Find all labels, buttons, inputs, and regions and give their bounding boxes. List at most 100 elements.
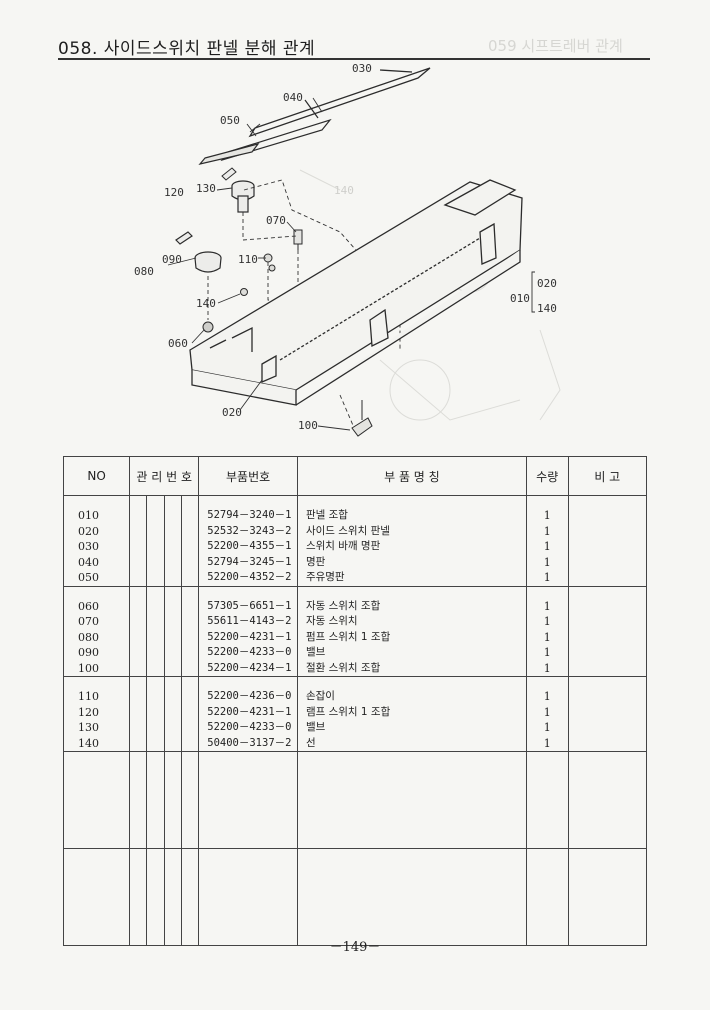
table-row-no: 050 [78, 571, 99, 584]
table-row-part-no: 52200－4231－1 [207, 630, 292, 643]
cell-blank [163, 586, 182, 677]
cell-qty [525, 751, 569, 849]
table-row-qty: 1 [543, 615, 551, 628]
table-row-no: 110 [78, 690, 99, 703]
cell-part-no [198, 848, 298, 946]
cell-blank [567, 676, 648, 752]
part-080-knob [175, 231, 222, 273]
cell-blank [163, 495, 182, 587]
table-row-name: 밸브 [305, 721, 326, 733]
cell-blank [146, 495, 165, 587]
table-row-name: 명판 [305, 555, 326, 568]
callout-070: 070 [266, 214, 286, 227]
part-110-nut [263, 253, 276, 272]
table-row-group [62, 848, 648, 946]
cell-blank [146, 751, 165, 849]
cell-qty: 1 1 1 1 1 [525, 586, 569, 677]
table-row-qty: 1 [543, 599, 551, 613]
part-140-screw [240, 288, 248, 296]
title-rule [58, 58, 650, 60]
part-100-switch [351, 400, 373, 437]
header-quantity: 수량 [525, 456, 569, 496]
table-row-name: 밸브 [305, 646, 326, 658]
exploded-view-diagram: 030 040 050 120 130 070 090 080 110 140 … [134, 62, 561, 437]
table-row-part-no: 50400－3137－2 [207, 736, 292, 749]
table-row-qty: 1 [543, 630, 551, 644]
table-row-part-no: 52200－4355－1 [207, 540, 292, 552]
table-row-qty: 1 [543, 705, 551, 719]
table-row-no: 020 [78, 524, 99, 538]
callout-020: 020 [222, 406, 242, 419]
bleed-through-title: 059 시프트레버 관계 [488, 37, 623, 55]
table-row-qty: 1 [543, 690, 551, 703]
table-row-no: 060 [78, 599, 99, 613]
part-070-switch [293, 229, 303, 250]
header-note: 비 고 [567, 456, 648, 496]
cell-blank [180, 676, 200, 752]
callout-120: 120 [164, 186, 184, 199]
table-row-name: 절환 스위치 조합 [305, 661, 381, 674]
cell-part-no [198, 751, 298, 849]
cell-part-no: 57305－6651－1 55611－4143－2 52200－4231－1 5220… [198, 586, 298, 677]
table-row-qty: 1 [543, 540, 551, 553]
table-row-name: 선 [305, 736, 316, 749]
cell-blank [146, 848, 165, 946]
table-row-part-no: 55611－4143－2 [207, 615, 292, 627]
callout-140: 140 [196, 297, 216, 310]
cell-no: 060 070 080 090 100 [62, 586, 131, 677]
table-row-name: 주유명판 [305, 571, 345, 583]
callout-130: 130 [196, 182, 216, 195]
header-no: NO [62, 456, 131, 496]
table-row-qty: 1 [543, 646, 551, 659]
callout-140-right: 140 [537, 302, 557, 315]
table-row-qty: 1 [543, 721, 551, 734]
table-row-part-no: 52200－4234－1 [207, 661, 292, 674]
table-row-no: 120 [78, 705, 99, 719]
part-050-plate [198, 142, 260, 165]
cell-blank [129, 676, 148, 752]
cell-blank [180, 586, 200, 677]
table-row-part-no: 57305－6651－1 [207, 599, 292, 612]
table-row-no: 140 [78, 736, 99, 750]
callout-080: 080 [134, 265, 154, 278]
callout-140-ghost: 140 [334, 184, 354, 197]
table-row-no: 070 [78, 615, 99, 628]
table-row-qty: 1 [543, 661, 551, 675]
table-row-no: 080 [78, 630, 99, 644]
table-row-no: 130 [78, 721, 99, 734]
table-row-name: 램프 스위치 1 조합 [305, 705, 391, 718]
table-row-name: 자동 스위치 조합 [305, 599, 381, 612]
table-row-no: 090 [78, 646, 99, 659]
table-row-qty: 1 [543, 524, 551, 538]
cell-blank [180, 848, 200, 946]
table-row-no: 100 [78, 661, 99, 675]
cell-qty [525, 848, 569, 946]
part-120-switch [221, 167, 237, 181]
table-row-group [62, 751, 648, 849]
leader-lines [167, 97, 535, 431]
table-header-row: NO 관 리 번 호 부품번호 부 품 명 칭 수량 비 고 [62, 456, 648, 496]
header-management-no: 관 리 번 호 [129, 456, 200, 496]
table-row-part-no: 52200－4233－0 [207, 646, 292, 658]
part-030-plate [248, 67, 431, 138]
table-row-qty: 1 [543, 736, 551, 750]
page-number: －149－ [329, 940, 381, 955]
table-row-qty: 1 [543, 571, 551, 584]
table-row-part-no: 52200－4352－2 [207, 571, 292, 583]
table-row-part-no: 52200－4236－0 [207, 690, 292, 702]
callout-110: 110 [238, 253, 258, 266]
cell-no [62, 751, 131, 849]
table-row-part-no: 52532－3243－2 [207, 524, 292, 537]
cell-blank [146, 676, 165, 752]
callout-050: 050 [220, 114, 240, 127]
table-row-name: 펌프 스위치 1 조합 [305, 630, 391, 643]
cell-no: 110 120 130 140 [62, 676, 131, 752]
